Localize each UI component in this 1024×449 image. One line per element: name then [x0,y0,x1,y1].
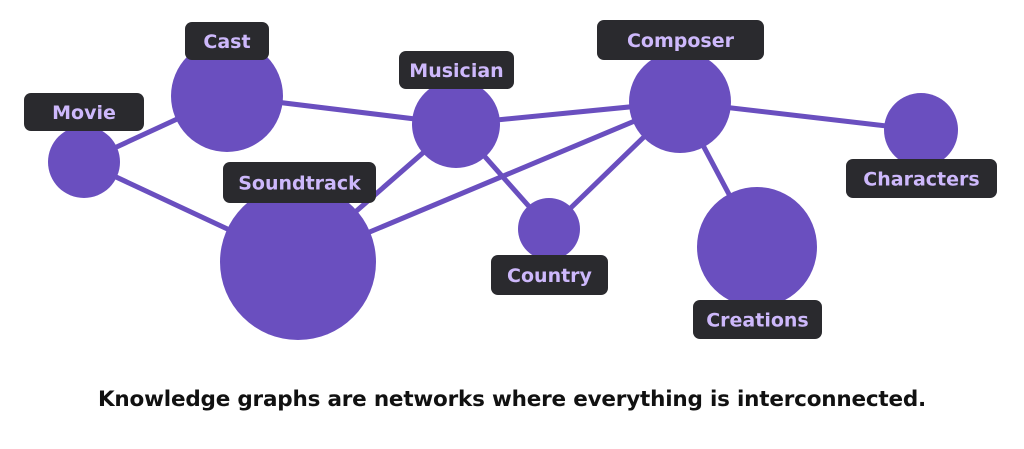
node-creations [697,187,817,307]
node-label-text-musician: Musician [409,60,503,82]
node-soundtrack [220,184,376,340]
node-label-text-movie: Movie [52,102,116,124]
node-label-text-soundtrack: Soundtrack [238,173,361,195]
node-label-characters: Characters [846,159,997,198]
node-label-musician: Musician [399,51,514,89]
node-movie [48,126,120,198]
node-characters [884,93,958,167]
node-label-text-cast: Cast [203,31,250,53]
node-label-box-composer [597,20,764,60]
node-label-box-musician [399,51,514,89]
node-label-text-creations: Creations [706,310,809,332]
node-label-composer: Composer [597,20,764,60]
node-musician [412,80,500,168]
node-label-text-composer: Composer [627,30,735,52]
node-composer [629,51,731,153]
nodes-layer [48,40,958,340]
node-label-soundtrack: Soundtrack [223,162,376,203]
node-label-box-movie [24,93,144,131]
node-label-text-country: Country [507,265,593,287]
node-label-box-characters [846,159,997,198]
node-label-box-country [491,255,608,295]
node-label-country: Country [491,255,608,295]
node-label-movie: Movie [24,93,144,131]
node-label-creations: Creations [693,300,822,339]
node-label-box-soundtrack [223,162,376,203]
node-label-box-cast [185,22,269,60]
node-cast [171,40,283,152]
node-label-box-creations [693,300,822,339]
node-country [518,198,580,260]
figure-caption: Knowledge graphs are networks where ever… [97,387,927,412]
node-label-text-characters: Characters [863,169,979,191]
node-label-cast: Cast [185,22,269,60]
